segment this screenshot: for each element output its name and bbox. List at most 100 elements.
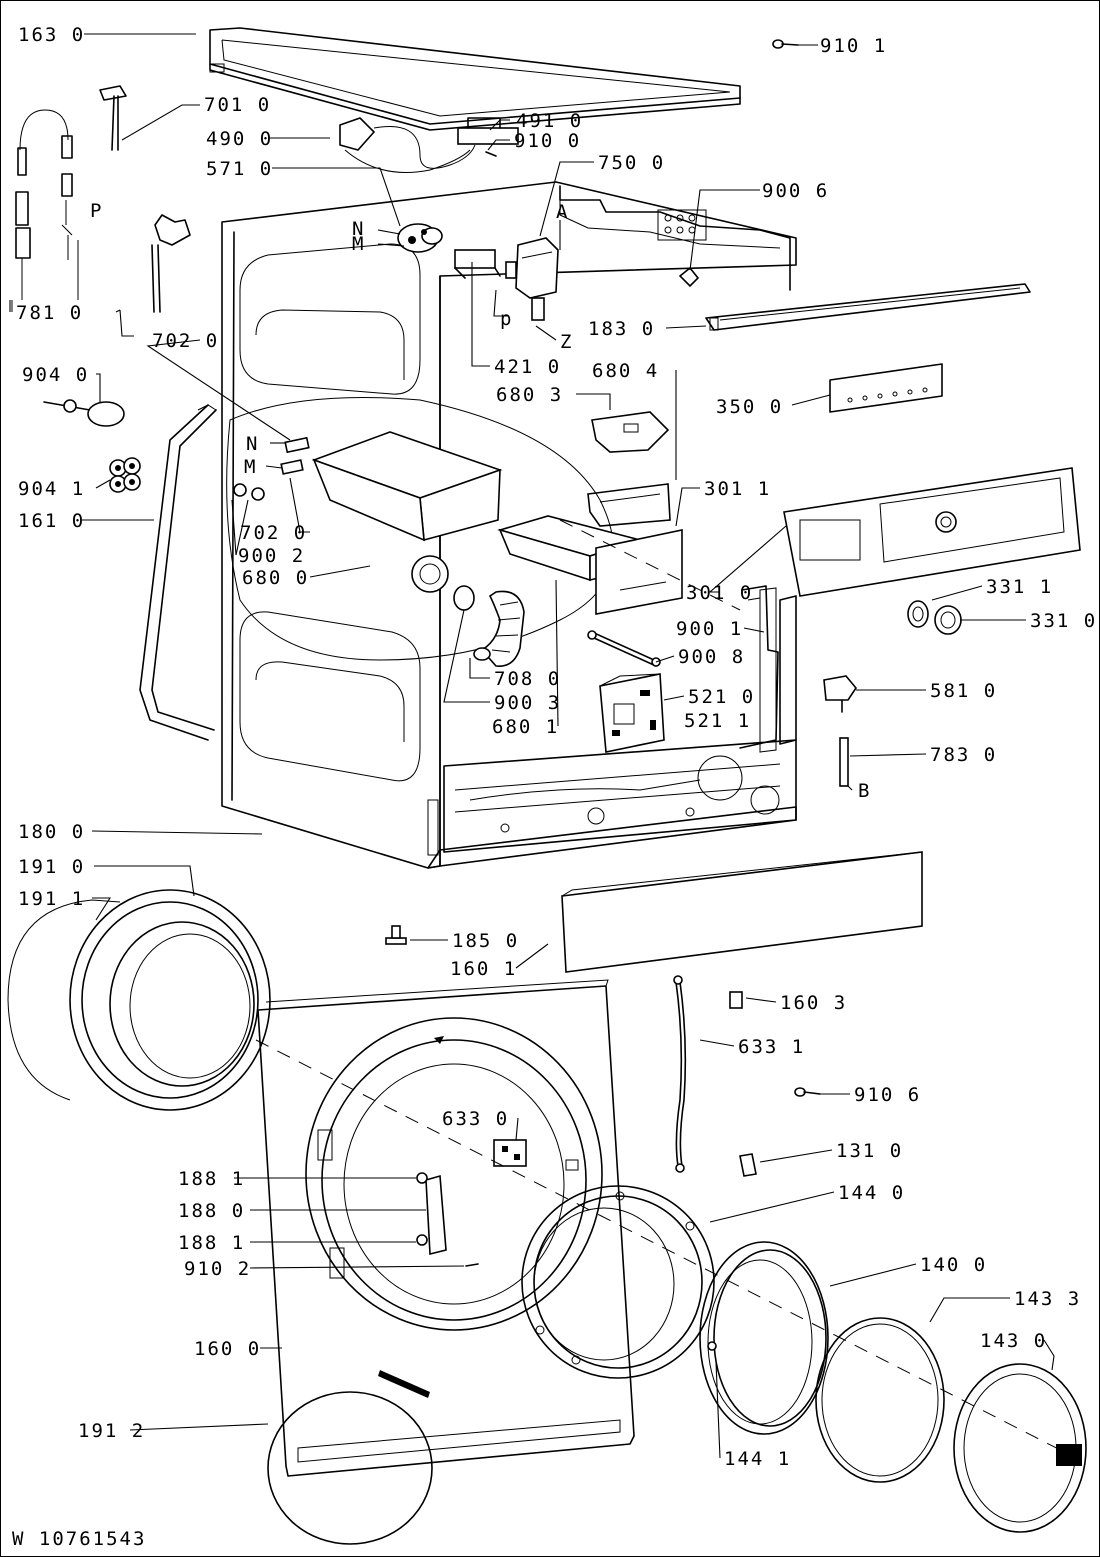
label-n-2: N — [246, 433, 259, 455]
label-140-0: 140 0 — [920, 1254, 987, 1276]
valve-702-0 — [151, 214, 191, 313]
pressure-switch-581-0 — [823, 675, 857, 713]
label-581-0: 581 0 — [930, 680, 997, 702]
label-701-0: 701 0 — [204, 94, 271, 116]
label-900-1: 900 1 — [676, 618, 743, 640]
leader-lines — [9, 33, 1055, 1459]
label-491-0: 491 0 — [516, 110, 583, 132]
door-lock-633-0 — [493, 1139, 527, 1167]
label-131-0: 131 0 — [836, 1140, 903, 1162]
label-633-0: 633 0 — [442, 1108, 509, 1130]
label-521-0: 521 0 — [688, 686, 755, 708]
label-900-8: 900 8 — [678, 646, 745, 668]
door-seal-191-0 — [7, 889, 271, 1111]
wire-633-1 — [673, 975, 687, 1173]
handle-131-0 — [739, 1153, 757, 1177]
label-143-0: 143 0 — [980, 1330, 1047, 1352]
label-z: Z — [560, 331, 573, 353]
label-144-0: 144 0 — [838, 1182, 905, 1204]
label-633-1: 633 1 — [738, 1036, 805, 1058]
label-783-0: 783 0 — [930, 744, 997, 766]
label-163-0: 163 0 — [18, 24, 85, 46]
top-lid-163-0 — [209, 27, 741, 131]
tub-hose-708-0 — [453, 585, 525, 667]
label-144-1: 144 1 — [724, 1448, 791, 1470]
label-188-1-b: 188 1 — [178, 1232, 245, 1254]
label-350-0: 350 0 — [716, 396, 783, 418]
label-680-3: 680 3 — [496, 384, 563, 406]
drawer-housing-680-0 — [311, 431, 503, 593]
label-n-1: N — [352, 218, 365, 240]
label-680-4: 680 4 — [592, 360, 659, 382]
door-frame-144-0 — [521, 1185, 715, 1379]
sensor-783-0 — [839, 737, 849, 787]
label-331-0: 331 0 — [1030, 610, 1097, 632]
label-904-0: 904 0 — [22, 364, 89, 386]
assembly-axis — [255, 1039, 1081, 1461]
label-160-3: 160 3 — [780, 992, 847, 1014]
plinth-160-1 — [561, 851, 923, 973]
label-910-0: 910 0 — [514, 130, 581, 152]
screw-910-6 — [794, 1087, 821, 1097]
harness-900-8 — [587, 630, 661, 667]
label-680-0: 680 0 — [242, 567, 309, 589]
label-910-2: 910 2 — [184, 1258, 251, 1280]
label-781-0: 781 0 — [16, 302, 83, 324]
pins-n-m — [233, 436, 310, 501]
label-910-1: 910 1 — [820, 35, 887, 57]
power-cord-490-0 — [339, 117, 476, 173]
label-188-0: 188 0 — [178, 1200, 245, 1222]
label-900-6: 900 6 — [762, 180, 829, 202]
label-188-1-a: 188 1 — [178, 1168, 245, 1190]
electronic-module-521-0 — [599, 673, 665, 753]
label-185-0: 185 0 — [452, 930, 519, 952]
pump-571-0 — [397, 223, 443, 253]
front-rail-183-0 — [705, 283, 1031, 331]
label-910-6: 910 6 — [854, 1084, 921, 1106]
label-p-1: P — [90, 200, 103, 222]
clip-900-6 — [678, 266, 700, 288]
callout-labels: 163 0 910 1 701 0 490 0 491 0 910 0 750 … — [12, 24, 1097, 1550]
clip-160-3 — [729, 991, 743, 1009]
label-191-1: 191 1 — [18, 888, 85, 910]
label-331-1: 331 1 — [986, 576, 1053, 598]
label-a: A — [556, 201, 569, 223]
label-421-0: 421 0 — [494, 356, 561, 378]
label-301-0: 301 0 — [686, 582, 753, 604]
dispenser-lid-680-3 — [591, 411, 670, 453]
label-191-0: 191 0 — [18, 856, 85, 878]
label-521-1: 521 1 — [684, 710, 751, 732]
control-panel-frame — [783, 467, 1081, 597]
filter-904-0 — [43, 399, 125, 427]
label-708-0: 708 0 — [494, 668, 561, 690]
inlet-hose-781-0 — [11, 109, 79, 312]
label-904-1: 904 1 — [18, 478, 85, 500]
drawer-front-301-0 — [595, 529, 683, 615]
pressure-chamber-750-0 — [505, 237, 559, 321]
cabinet-180-0 — [221, 181, 797, 869]
label-301-1: 301 1 — [704, 478, 771, 500]
bracket-900-1 — [739, 585, 779, 749]
label-143-3: 143 3 — [1014, 1288, 1081, 1310]
label-183-0: 183 0 — [588, 318, 655, 340]
hinge-188-0 — [416, 1172, 479, 1267]
label-571-0: 571 0 — [206, 158, 273, 180]
tub-group-outline — [226, 397, 614, 661]
label-702-0-b: 702 0 — [240, 522, 307, 544]
dispenser-cup-680-4 — [587, 483, 671, 527]
label-900-2: 900 2 — [238, 545, 305, 567]
foot-185-0 — [385, 925, 407, 945]
drain-hose-701-0 — [99, 85, 127, 151]
label-680-1: 680 1 — [492, 716, 559, 738]
label-m-2: M — [244, 456, 257, 478]
knob-331 — [907, 600, 962, 635]
gasket-161-0 — [139, 404, 217, 741]
label-161-0: 161 0 — [18, 510, 85, 532]
label-160-0: 160 0 — [194, 1338, 261, 1360]
label-p-2: p — [500, 308, 513, 330]
front-panel-160-0 — [257, 979, 635, 1477]
label-160-1: 160 1 — [450, 958, 517, 980]
